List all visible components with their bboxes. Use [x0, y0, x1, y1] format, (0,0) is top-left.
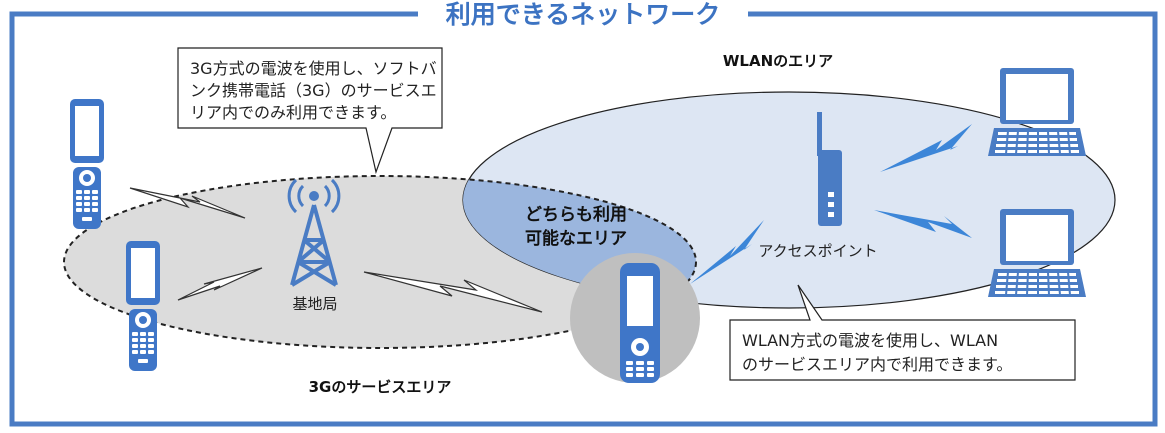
outer-frame: [9, 11, 1158, 427]
laptop-icon: [987, 208, 1087, 298]
overlap-label-line2: 可能なエリア: [525, 228, 627, 249]
laptop-icon: [987, 67, 1087, 157]
phone-in-overlap: [570, 253, 700, 383]
callout-3g-line: 3G方式の電波を使用し、ソフトバ: [190, 59, 437, 78]
area-3g-label: 3Gのサービスエリア: [309, 378, 452, 396]
access-point-label: アクセスポイント: [758, 242, 877, 260]
callout-3g-line: ンク携帯電話（3G）のサービスエ: [190, 81, 437, 100]
area-3g-border: [63, 175, 697, 349]
title-backdrop: [435, 0, 731, 31]
wlan-area-label: WLANのエリア: [723, 52, 833, 70]
lightning-wave-icon: [129, 187, 246, 219]
base-station-label: 基地局: [292, 295, 337, 313]
overlap-label-line1: どちらも利用: [525, 204, 627, 225]
callout-wlan: WLAN方式の電波を使用し、WLAN のサービスエリア内で利用できます。: [729, 284, 1076, 381]
phone-icon: [620, 263, 660, 383]
callout-3g: 3G方式の電波を使用し、ソフトバ ンク携帯電話（3G）のサービスエ リア内でのみ…: [177, 47, 443, 175]
callout-3g-line: リア内でのみ利用できます。: [190, 103, 396, 122]
lightning-wave-icon: [880, 124, 972, 172]
callout-wlan-line: のサービスエリア内で利用できます。: [742, 355, 1012, 374]
callout-wlan-line: WLAN方式の電波を使用し、WLAN: [742, 331, 998, 350]
phone-icon: [70, 99, 104, 229]
access-point-icon: [817, 112, 842, 226]
lightning-wave-icon: [874, 210, 972, 238]
base-station-icon: [287, 178, 341, 287]
page-title: 利用できるネットワーク: [446, 0, 721, 29]
lightning-wave-icon: [177, 267, 263, 301]
lightning-wave-icon: [363, 271, 543, 313]
